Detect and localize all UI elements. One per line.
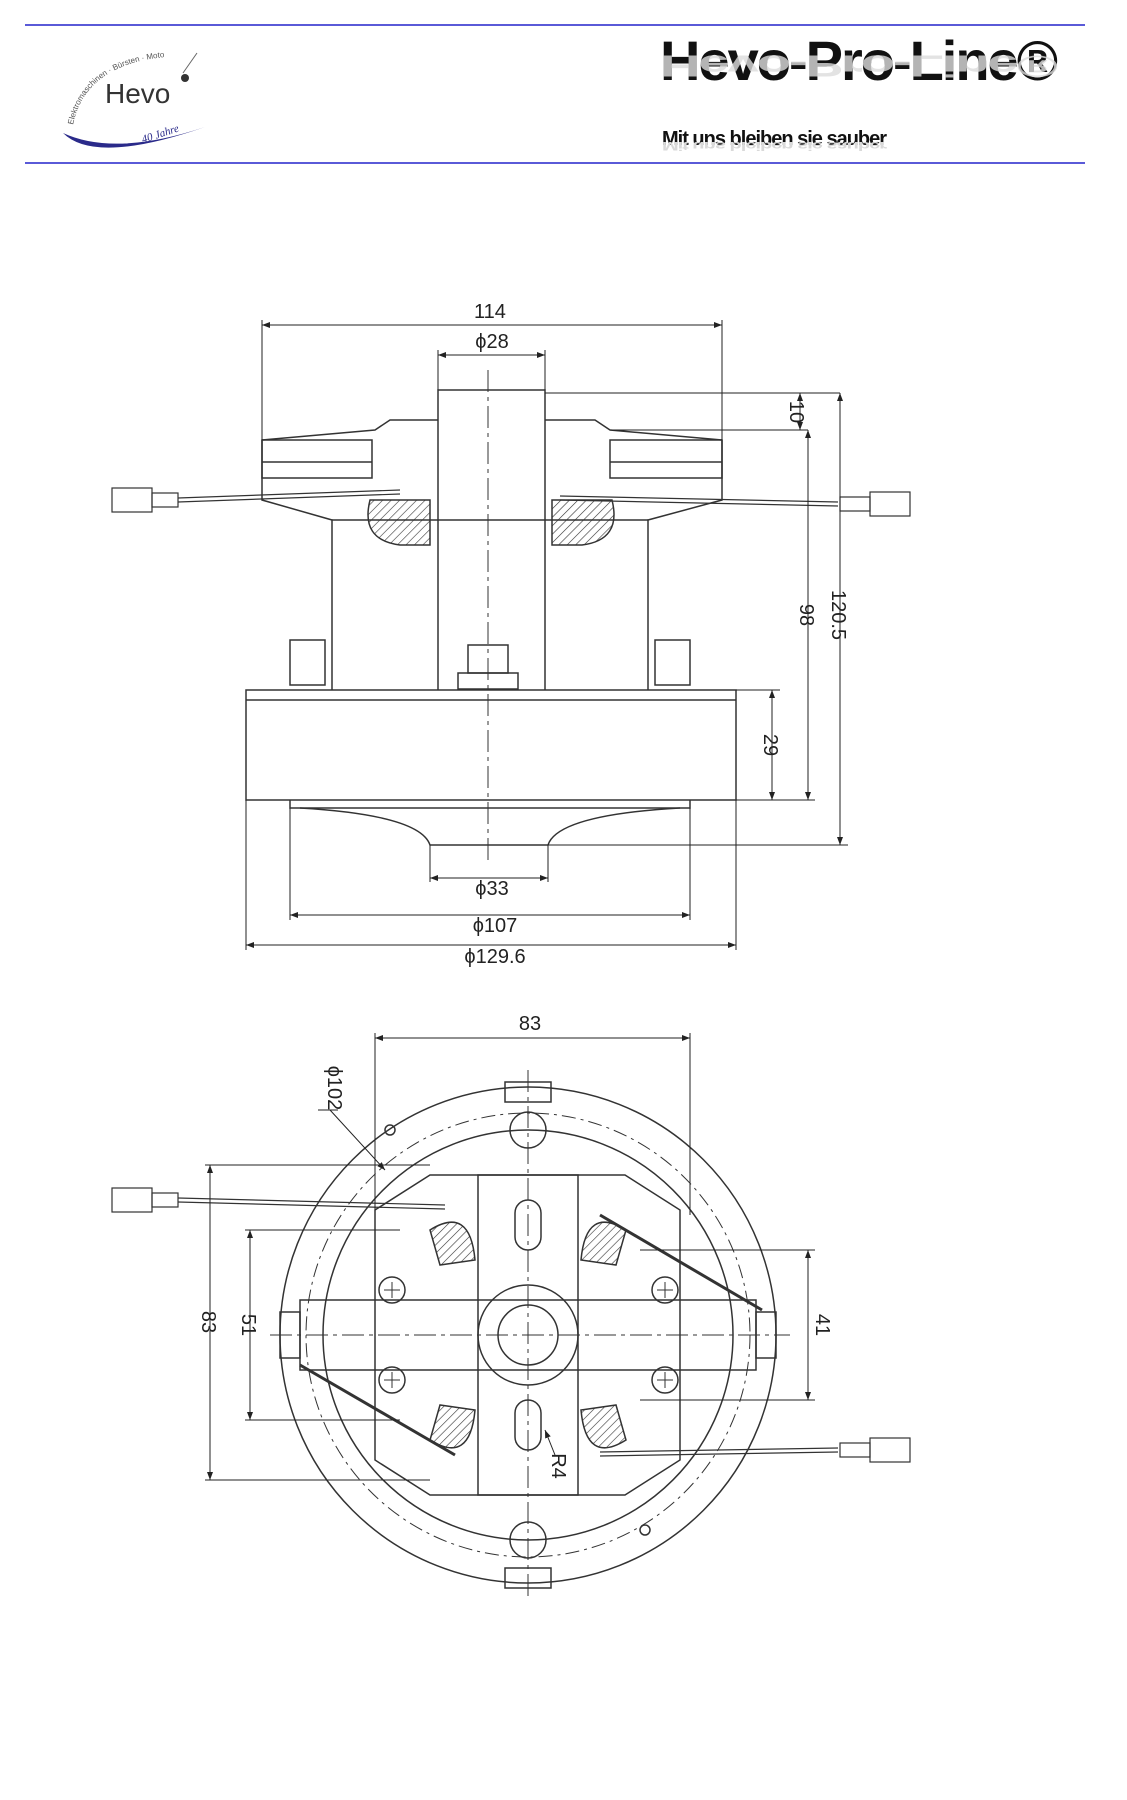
- dim-top-height-left: 83: [197, 1311, 219, 1333]
- screw-br: [651, 1366, 679, 1394]
- screw-tl: [378, 1276, 406, 1304]
- dim-top-left-inner: 51: [237, 1314, 259, 1336]
- dim-total-height: 120.5: [827, 590, 849, 640]
- dim-fan-outer: ϕ107: [473, 915, 518, 937]
- hevo-logo: Elektromaschinen · Bürsten · Motoren Hev…: [53, 38, 245, 175]
- top-dimensions: [205, 1033, 815, 1481]
- shaft-boss: [437, 389, 546, 395]
- left-cable: [177, 489, 401, 499]
- diag-plate-left: [299, 1363, 456, 1457]
- dim-top-radius: R4: [547, 1453, 569, 1479]
- right-brush-plate: [609, 439, 723, 479]
- logo-name: Hevo: [105, 78, 170, 109]
- right-connector: [869, 491, 911, 517]
- side-dimensions: [245, 320, 848, 950]
- dim-top: 10: [785, 401, 807, 423]
- side-dimension-labels: 114 ϕ28 10 98 120.5 29 ϕ33 ϕ107 ϕ129.6: [464, 301, 849, 968]
- top-right-cable: [599, 1447, 839, 1453]
- logo-dot: [181, 74, 189, 82]
- brush-hatch-br: [580, 1404, 627, 1449]
- side-cables: [111, 487, 911, 517]
- dim-inlet: ϕ33: [475, 878, 508, 900]
- bottom-rule: [25, 162, 1085, 164]
- top-right-plate: [545, 419, 723, 441]
- side-view: [245, 370, 737, 860]
- top-dimension-labels: 83 ϕ102 83 51 41 R4: [197, 1013, 833, 1479]
- dim-shaft: ϕ28: [475, 331, 508, 353]
- top-left-cable: [177, 1197, 446, 1206]
- right-cable: [559, 495, 839, 503]
- dim-top-circle: ϕ102: [323, 1066, 345, 1111]
- brush-hatch-bl: [429, 1404, 476, 1449]
- fan-housing: [245, 689, 737, 801]
- top-cables: [111, 1187, 911, 1463]
- dim-top-right-inner: 41: [811, 1314, 833, 1336]
- brush-hatch-tl: [429, 1221, 476, 1266]
- dim-body: 98: [795, 604, 817, 626]
- left-armature-hatch: [367, 499, 431, 546]
- logo-swoosh: [63, 127, 205, 148]
- dim-housing: ϕ129.6: [464, 946, 525, 968]
- mount-hole-tl: [384, 1124, 396, 1136]
- left-brush-plate: [261, 439, 373, 479]
- brand-title: Hevo-Pro-Line®: [660, 29, 1058, 92]
- top-rule: [25, 24, 1085, 26]
- mount-hole-br: [639, 1524, 651, 1536]
- top-right-connector: [869, 1437, 911, 1463]
- brand-block: Hevo-Pro-Line® Hevo-Pro-Line® Mit uns bl…: [660, 28, 1080, 158]
- right-clamp: [654, 639, 691, 686]
- diag-plate-right: [599, 1213, 763, 1312]
- left-clamp: [289, 639, 326, 686]
- left-connector: [111, 487, 153, 513]
- shaft-washer: [457, 672, 519, 690]
- dim-fan: 29: [759, 734, 781, 756]
- top-left-plate: [261, 419, 438, 441]
- dim-width-top: 114: [474, 301, 506, 323]
- top-centerlines: [270, 1070, 790, 1600]
- top-left-connector: [111, 1187, 153, 1213]
- screw-bl: [378, 1366, 406, 1394]
- dim-top-width: 83: [519, 1013, 541, 1035]
- brand-tagline: Mit uns bleiben sie sauber: [662, 128, 887, 150]
- screw-tr: [651, 1276, 679, 1304]
- right-armature-hatch: [551, 499, 615, 546]
- fan-bottom: [289, 800, 691, 809]
- fan-inlet: [299, 807, 681, 846]
- brush-hatch-tr: [580, 1221, 627, 1266]
- shaft-tube: [437, 395, 546, 690]
